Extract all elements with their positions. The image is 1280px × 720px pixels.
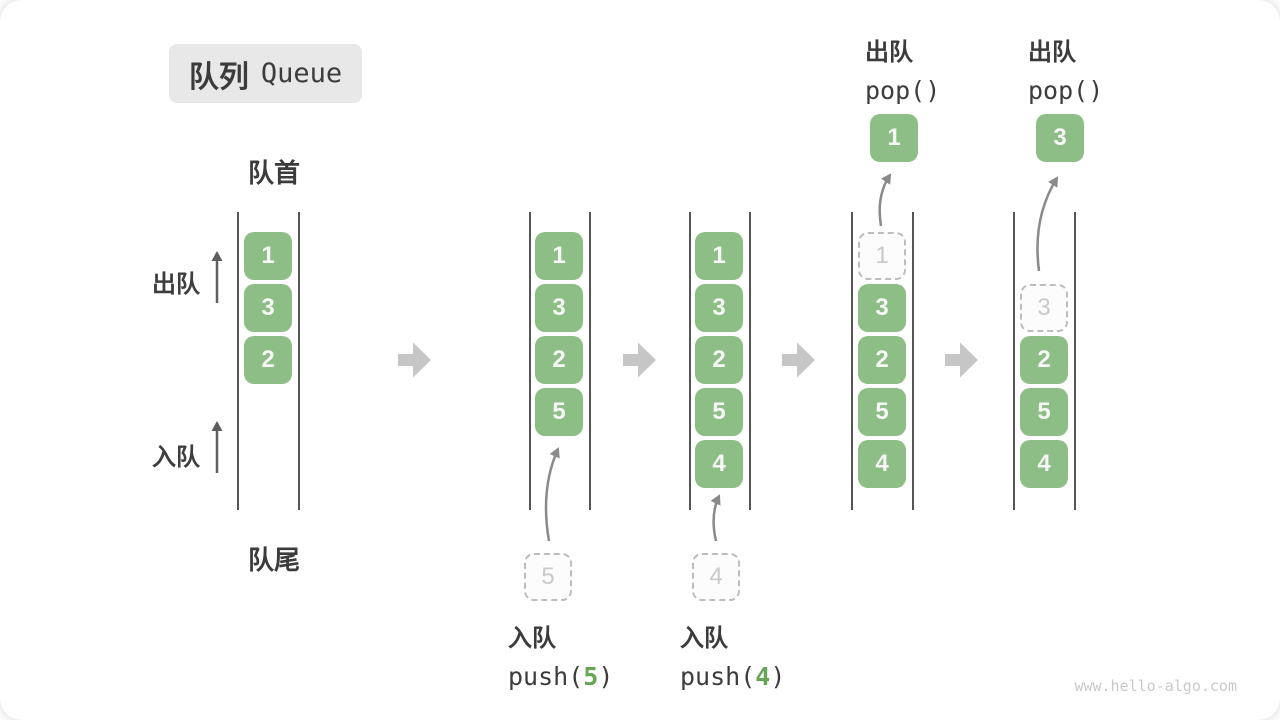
push4-code-label: push(4)	[680, 662, 786, 691]
popped-ghost-cell: 1	[858, 232, 906, 280]
enqueue-side-label: 入队	[152, 444, 200, 471]
queue-cell: 3	[858, 284, 906, 332]
queue-cell: 3	[535, 284, 583, 332]
queue-wall	[589, 212, 591, 510]
queue-cell: 2	[1020, 336, 1068, 384]
flow-arrow-icon	[398, 342, 431, 378]
queue-cell: 4	[858, 440, 906, 488]
pop2-code-label: pop()	[1028, 76, 1104, 105]
queue-wall	[529, 212, 531, 510]
queue-wall	[851, 212, 853, 510]
queue-cell: 2	[695, 336, 743, 384]
queue-wall	[237, 212, 239, 510]
watermark: www.hello-algo.com	[1074, 677, 1237, 695]
queue-cell: 2	[535, 336, 583, 384]
push4-zh-label: 入队	[680, 625, 728, 652]
queue-cell: 5	[695, 388, 743, 436]
queue-wall	[298, 212, 300, 510]
popped-ghost-cell: 3	[1020, 284, 1068, 332]
queue-wall	[749, 212, 751, 510]
push5-code-label: push(5)	[508, 662, 614, 691]
push-curve-arrow-icon	[544, 447, 560, 542]
queue-cell: 3	[695, 284, 743, 332]
incoming-ghost-cell: 5	[524, 553, 572, 601]
queue-cell: 2	[858, 336, 906, 384]
title-en: Queue	[260, 58, 343, 89]
pop2-zh-label: 出队	[1028, 39, 1076, 66]
push4-operation-label: 入队 push(4)	[680, 618, 785, 691]
queue-cell: 4	[695, 440, 743, 488]
queue-cell: 5	[535, 388, 583, 436]
popped-cell: 1	[870, 114, 918, 162]
title-box: 队列 Queue	[169, 44, 362, 103]
pop-curve-arrow-icon	[878, 173, 892, 227]
flow-arrow-icon	[623, 342, 656, 378]
queue-cell: 1	[535, 232, 583, 280]
queue-cell: 5	[1020, 388, 1068, 436]
title-zh: 队列	[188, 60, 249, 94]
pop1-code-label: pop()	[865, 76, 941, 105]
queue-front-label: 队首	[247, 158, 300, 188]
push5-operation-label: 入队 push(5)	[508, 618, 613, 691]
queue-wall	[1074, 212, 1076, 510]
incoming-ghost-cell: 4	[692, 553, 740, 601]
queue-cell: 1	[244, 232, 292, 280]
queue-cell: 5	[858, 388, 906, 436]
queue-cell: 1	[695, 232, 743, 280]
push5-zh-label: 入队	[508, 625, 556, 652]
pop2-operation-label: 出队 pop()	[1028, 32, 1103, 105]
push-curve-arrow-icon	[710, 494, 721, 542]
popped-cell: 3	[1036, 114, 1084, 162]
pop1-zh-label: 出队	[865, 39, 913, 66]
queue-wall	[1013, 212, 1015, 510]
pop1-operation-label: 出队 pop()	[865, 32, 940, 105]
queue-cell: 2	[244, 336, 292, 384]
flow-arrow-icon	[782, 342, 815, 378]
queue-rear-label: 队尾	[247, 545, 300, 575]
queue-cell: 4	[1020, 440, 1068, 488]
queue-wall	[912, 212, 914, 510]
pop-curve-arrow-icon	[1036, 176, 1059, 272]
flow-arrow-icon	[945, 342, 978, 378]
dequeue-side-label: 出队	[152, 271, 200, 298]
queue-wall	[689, 212, 691, 510]
queue-cell: 3	[244, 284, 292, 332]
